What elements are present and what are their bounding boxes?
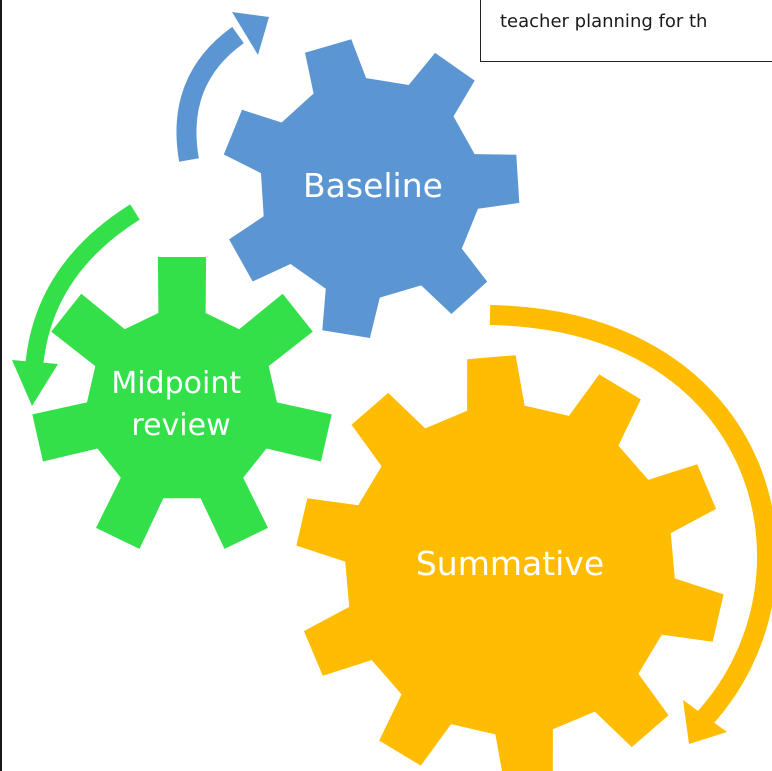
midpoint-label-line-1: Midpoint bbox=[111, 366, 241, 401]
gold-arrow-shaft bbox=[489, 305, 772, 725]
blue-arrow-head bbox=[232, 12, 269, 55]
green-arrow-shaft bbox=[25, 204, 140, 369]
midpoint-review-label: Midpoint review bbox=[111, 366, 250, 443]
blue-arrow-shaft bbox=[176, 26, 244, 162]
blue-arrow bbox=[176, 12, 269, 162]
note-text: teacher planning for th bbox=[500, 11, 708, 32]
gold-arrow-head bbox=[683, 700, 727, 744]
green-arrow bbox=[12, 204, 140, 406]
midpoint-label-line-2: review bbox=[131, 408, 230, 443]
green-arrow-head bbox=[12, 360, 58, 406]
midpoint-review-gear bbox=[32, 257, 332, 549]
note-box: teacher planning for th bbox=[480, 0, 772, 62]
baseline-gear bbox=[223, 39, 520, 338]
baseline-label: Baseline bbox=[303, 166, 443, 205]
gold-arrow bbox=[489, 305, 772, 744]
summative-gear bbox=[296, 355, 724, 771]
summative-label: Summative bbox=[416, 544, 604, 583]
